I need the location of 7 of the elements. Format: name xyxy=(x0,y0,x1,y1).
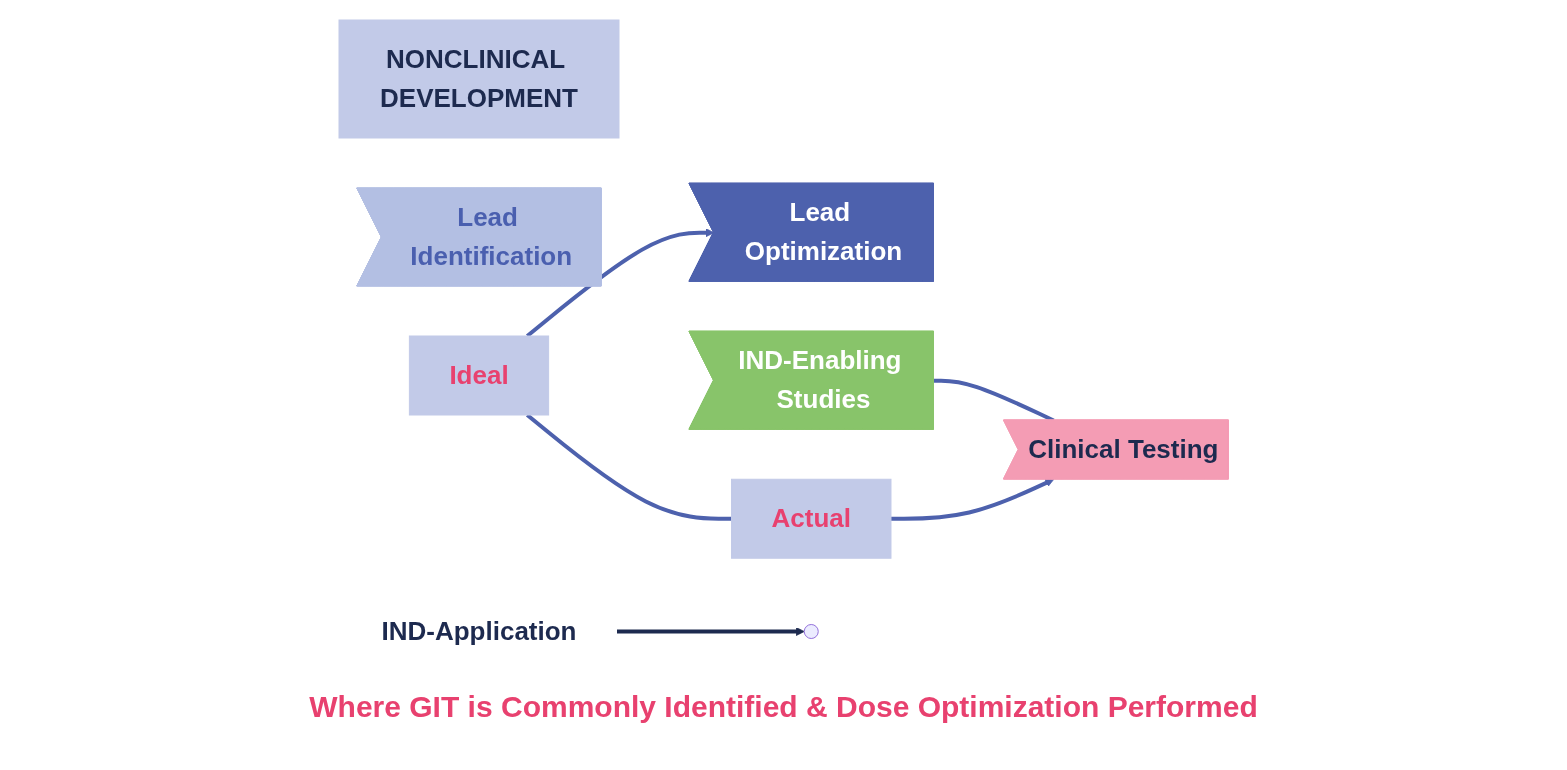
node-box: NONCLINICAL DEVELOPMENT xyxy=(338,19,620,138)
note-text: Where GIT is Commonly Identified & Dose Optimization Performed xyxy=(308,690,1259,724)
arrow xyxy=(890,478,1054,521)
node-text: IND-Application xyxy=(381,615,577,646)
node-box: Actual xyxy=(730,478,892,559)
node-box: Ideal xyxy=(408,335,549,415)
arrow xyxy=(616,626,805,636)
